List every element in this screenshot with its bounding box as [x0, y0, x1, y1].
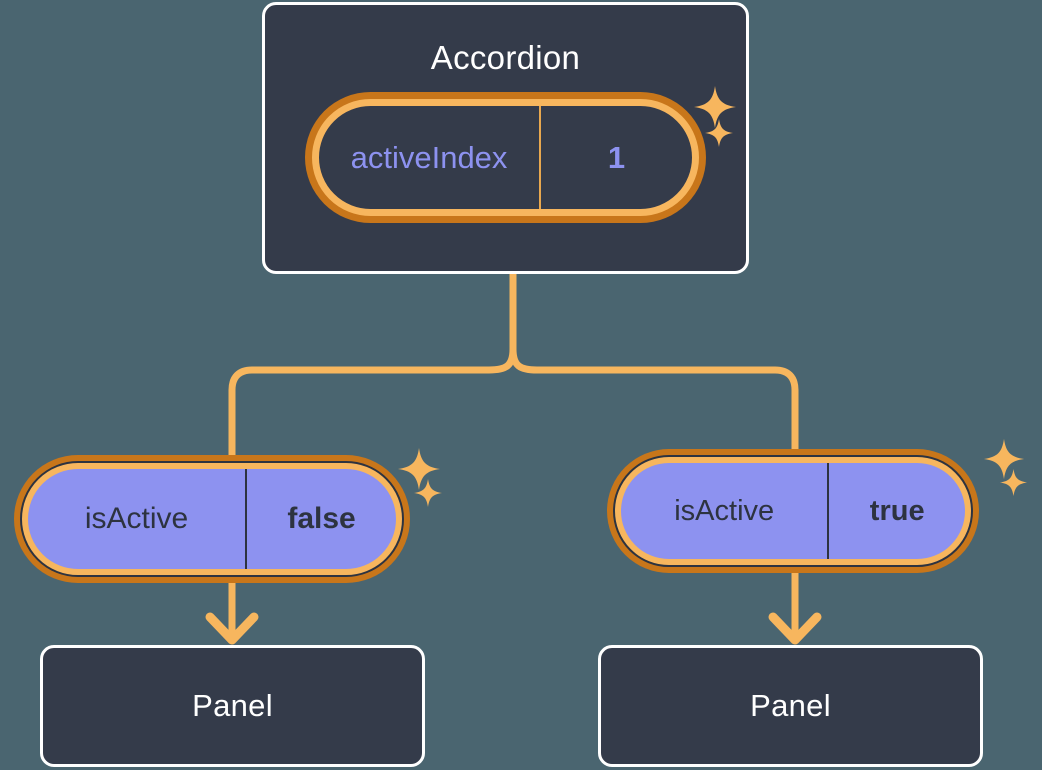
page-title: Accordion [430, 39, 581, 76]
prop-value-label: true [827, 463, 965, 559]
panel-title-label: Panel [750, 688, 831, 723]
component-node-panel-left[interactable]: Panel [40, 645, 425, 767]
prop-value-label: false [245, 469, 396, 569]
prop-value-label: 1 [539, 106, 692, 209]
prop-key-label: isActive [84, 502, 189, 535]
arrow-left-head-icon [205, 612, 259, 645]
prop-key-label: isActive [674, 494, 775, 527]
sparkle-small-icon [999, 468, 1028, 497]
connector-branch-left [228, 345, 517, 466]
component-node-panel-right[interactable]: Panel [598, 645, 983, 767]
panel-title-label: Panel [192, 688, 273, 723]
prop-pill-is-active-false[interactable]: isActive false [20, 461, 404, 577]
sparkle-small-icon [414, 479, 442, 507]
sparkle-large-icon [983, 438, 1025, 480]
prop-key-label: activeIndex [350, 139, 508, 175]
connector-branch-right [509, 345, 799, 460]
prop-pill-active-index[interactable]: activeIndex 1 [312, 99, 699, 216]
arrow-right-head-icon [768, 612, 822, 645]
prop-pill-is-active-true[interactable]: isActive true [613, 455, 973, 567]
sparkle-large-icon [398, 448, 440, 490]
